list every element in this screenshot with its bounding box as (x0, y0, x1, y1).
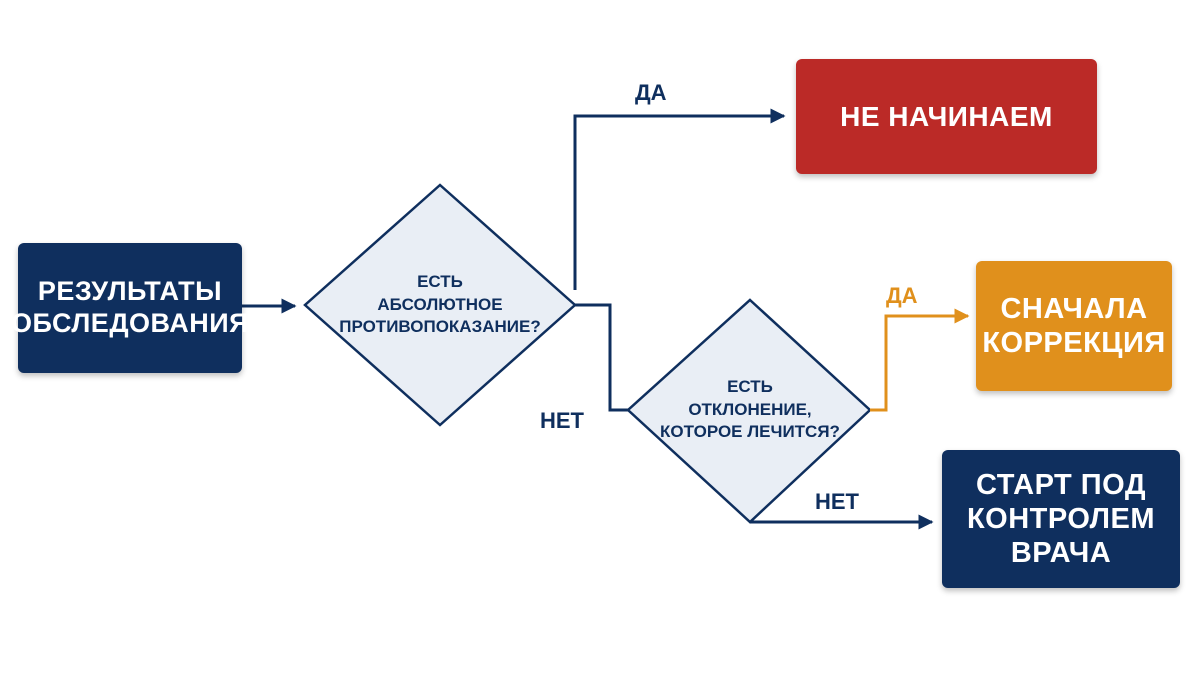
outcome-stop-box: НЕ НАЧИНАЕМ (796, 59, 1097, 174)
edge-label-yes-1: ДА (635, 80, 667, 105)
decision-diamond-1 (303, 183, 577, 427)
edge-label-no-1: НЕТ (540, 408, 584, 433)
outcome-correction-box: СНАЧАЛА КОРРЕКЦИЯ (976, 261, 1172, 391)
decision2-label: ЕСТЬ ОТКЛОНЕНИЕ, КОТОРОЕ ЛЕЧИТСЯ? (660, 377, 840, 442)
edge-label-yes-2: ДА (886, 283, 918, 308)
arrow-decision1-no (575, 303, 628, 412)
outcome-start-box: СТАРТ ПОД КОНТРОЛЕМ ВРАЧА (942, 450, 1180, 588)
arrow-decision2-yes (870, 308, 970, 412)
input-results-box: РЕЗУЛЬТАТЫ ОБСЛЕДОВАНИЯ (11, 243, 249, 373)
decision1-label: ЕСТЬ АБСОЛЮТНОЕ ПРОТИВОПОКАЗАНИЕ? (339, 272, 541, 337)
edge-label-no-2: НЕТ (815, 489, 859, 514)
arrow-decision1-yes (573, 108, 786, 290)
